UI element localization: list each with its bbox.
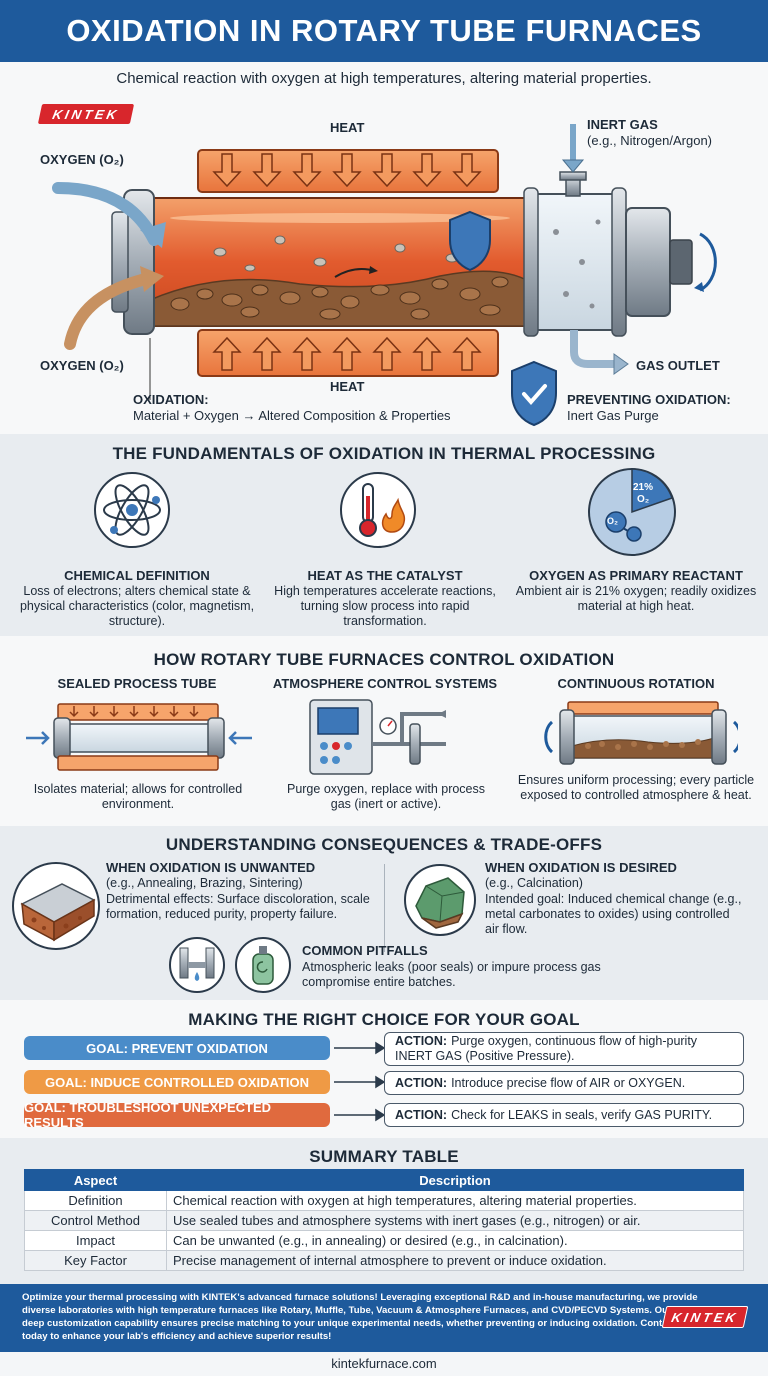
table-row: Impact Can be unwanted (e.g., in anneali… bbox=[24, 1230, 744, 1251]
card-text-rotation: Ensures uniform processing; every partic… bbox=[517, 773, 755, 802]
rotating-tube-icon bbox=[544, 701, 738, 765]
table-cell-aspect: Definition bbox=[24, 1190, 167, 1211]
goal-induce-oxidation: GOAL: INDUCE CONTROLLED OXIDATION bbox=[24, 1070, 330, 1094]
unwanted-title: WHEN OXIDATION IS UNWANTED bbox=[106, 860, 316, 875]
goal-troubleshoot: GOAL: TROUBLESHOOT UNEXPECTED RESULTS bbox=[24, 1100, 330, 1130]
control-panel-icon bbox=[309, 699, 446, 775]
footer-promo-text: Optimize your thermal processing with KI… bbox=[22, 1292, 705, 1342]
card-text-chemical-definition: Loss of electrons; alters chemical state… bbox=[19, 584, 255, 628]
oxygen-label-top: OXYGEN (O₂) bbox=[40, 152, 124, 167]
action-troubleshoot: ACTION:Check for LEAKS in seals, verify … bbox=[384, 1103, 744, 1127]
goal-prevent-oxidation: GOAL: PREVENT OXIDATION bbox=[24, 1036, 330, 1060]
atom-icon bbox=[94, 472, 170, 548]
control-title: HOW ROTARY TUBE FURNACES CONTROL OXIDATI… bbox=[153, 650, 615, 669]
table-row: Key Factor Precise management of interna… bbox=[24, 1250, 744, 1271]
action-prevent-oxidation: ACTION:Purge oxygen, continuous flow of … bbox=[384, 1032, 744, 1066]
table-header-row: Aspect Description bbox=[24, 1169, 744, 1191]
unwanted-sub: (e.g., Annealing, Brazing, Sintering) bbox=[106, 876, 303, 890]
heat-label-bottom: HEAT bbox=[330, 379, 365, 394]
oxygen-label-bottom: OXYGEN (O₂) bbox=[40, 358, 124, 373]
gas-outlet-label: GAS OUTLET bbox=[636, 358, 720, 373]
card-title-oxygen-reactant: OXYGEN AS PRIMARY REACTANT bbox=[529, 568, 743, 583]
choice-title: MAKING THE RIGHT CHOICE FOR YOUR GOAL bbox=[188, 1010, 580, 1029]
table-row: Definition Chemical reaction with oxygen… bbox=[24, 1190, 744, 1211]
corroded-metal-icon bbox=[12, 862, 100, 950]
gas-cylinder-icon bbox=[235, 937, 291, 993]
table-cell-aspect: Impact bbox=[24, 1230, 167, 1251]
unwanted-text: Detrimental effects: Surface discolorati… bbox=[106, 892, 370, 921]
consequences-title: UNDERSTANDING CONSEQUENCES & TRADE-OFFS bbox=[165, 835, 603, 854]
footer-banner: Optimize your thermal processing with KI… bbox=[0, 1284, 768, 1352]
control-section: HOW ROTARY TUBE FURNACES CONTROL OXIDATI… bbox=[0, 636, 768, 826]
footer-url-link[interactable]: kintekfurnace.com bbox=[331, 1356, 437, 1371]
page-title: OXIDATION IN ROTARY TUBE FURNACES bbox=[66, 13, 702, 48]
hero-diagram: Chemical reaction with oxygen at high te… bbox=[0, 62, 768, 434]
action-label: ACTION: bbox=[395, 1107, 448, 1122]
card-title-heat-catalyst: HEAT AS THE CATALYST bbox=[307, 568, 463, 583]
table-cell-description: Chemical reaction with oxygen at high te… bbox=[166, 1190, 744, 1211]
header-banner: OXIDATION IN ROTARY TUBE FURNACES bbox=[0, 0, 768, 62]
action-text: Check for LEAKS in seals, verify GAS PUR… bbox=[451, 1107, 713, 1122]
preventing-title: PREVENTING OXIDATION: bbox=[567, 392, 731, 407]
action-label: ACTION: bbox=[395, 1034, 448, 1048]
desired-sub: (e.g., Calcination) bbox=[485, 876, 583, 890]
footer-kintek-logo: KINTEK bbox=[661, 1306, 749, 1328]
oxidation-text: Material + Oxygen → Altered Composition … bbox=[133, 408, 451, 423]
thermometer-flame-icon bbox=[340, 472, 416, 548]
hero-subtitle: Chemical reaction with oxygen at high te… bbox=[116, 70, 652, 87]
card-title-sealed-tube: SEALED PROCESS TUBE bbox=[57, 676, 217, 691]
o2-molecule-label: O₂ bbox=[607, 516, 618, 526]
fundamentals-title: THE FUNDAMENTALS OF OXIDATION IN THERMAL… bbox=[112, 444, 656, 463]
sealed-tube-icon bbox=[26, 703, 252, 771]
summary-title: SUMMARY TABLE bbox=[309, 1147, 459, 1166]
card-text-heat-catalyst: High temperatures accelerate reactions, … bbox=[274, 584, 496, 628]
preventing-text: Inert Gas Purge bbox=[567, 408, 659, 423]
action-label: ACTION: bbox=[395, 1075, 448, 1090]
o2-badge-percent: 21% bbox=[633, 482, 654, 493]
action-text: Purge oxygen, continuous flow of high-pu… bbox=[395, 1034, 698, 1063]
table-cell-description: Can be unwanted (e.g., in annealing) or … bbox=[166, 1230, 744, 1251]
consequences-section: UNDERSTANDING CONSEQUENCES & TRADE-OFFS … bbox=[0, 826, 768, 1000]
card-title-atmosphere-control: ATMOSPHERE CONTROL SYSTEMS bbox=[272, 676, 498, 691]
card-text-atmosphere-control: Purge oxygen, replace with process gas (… bbox=[286, 782, 486, 811]
card-text-sealed-tube: Isolates material; allows for controlled… bbox=[33, 782, 243, 811]
pitfalls-text: Atmospheric leaks (poor seals) or impure… bbox=[302, 960, 601, 989]
consequences-divider bbox=[384, 864, 385, 952]
pitfalls-title: COMMON PITFALLS bbox=[302, 943, 428, 958]
inert-gas-sub: (e.g., Nitrogen/Argon) bbox=[587, 133, 713, 148]
table-cell-description: Use sealed tubes and atmosphere systems … bbox=[166, 1210, 744, 1231]
table-cell-aspect: Key Factor bbox=[24, 1250, 167, 1271]
table-row: Control Method Use sealed tubes and atmo… bbox=[24, 1210, 744, 1231]
oxidation-title: OXIDATION: bbox=[133, 392, 209, 407]
action-text: Introduce precise flow of AIR or OXYGEN. bbox=[451, 1075, 686, 1090]
column-header-description: Description bbox=[166, 1169, 744, 1191]
summary-table: Aspect Description Definition Chemical r… bbox=[24, 1169, 744, 1271]
heat-label-top: HEAT bbox=[330, 120, 365, 135]
card-title-rotation: CONTINUOUS ROTATION bbox=[557, 676, 715, 691]
desired-text: Intended goal: Induced chemical change (… bbox=[485, 892, 742, 936]
card-title-chemical-definition: CHEMICAL DEFINITION bbox=[64, 568, 210, 583]
rotary-furnace-illustration bbox=[52, 124, 717, 427]
card-text-oxygen-reactant: Ambient air is 21% oxygen; readily oxidi… bbox=[515, 584, 757, 613]
fundamentals-section: THE FUNDAMENTALS OF OXIDATION IN THERMAL… bbox=[0, 434, 768, 636]
inert-gas-title: INERT GAS bbox=[587, 117, 658, 132]
action-induce-oxidation: ACTION:Introduce precise flow of AIR or … bbox=[384, 1071, 744, 1095]
o2-badge-formula: O₂ bbox=[637, 494, 650, 505]
oxygen-pie-icon bbox=[588, 468, 676, 556]
column-header-aspect: Aspect bbox=[24, 1169, 167, 1191]
heat-block-bottom bbox=[197, 329, 499, 377]
leaking-seal-icon bbox=[169, 937, 225, 993]
choice-section: MAKING THE RIGHT CHOICE FOR YOUR GOAL GO… bbox=[0, 1000, 768, 1138]
desired-title: WHEN OXIDATION IS DESIRED bbox=[485, 860, 677, 875]
mineral-rock-icon bbox=[404, 864, 476, 936]
table-cell-description: Precise management of internal atmospher… bbox=[166, 1250, 744, 1271]
heat-block-top bbox=[197, 149, 499, 193]
table-cell-aspect: Control Method bbox=[24, 1210, 167, 1231]
goal-action-arrows bbox=[334, 1041, 386, 1122]
